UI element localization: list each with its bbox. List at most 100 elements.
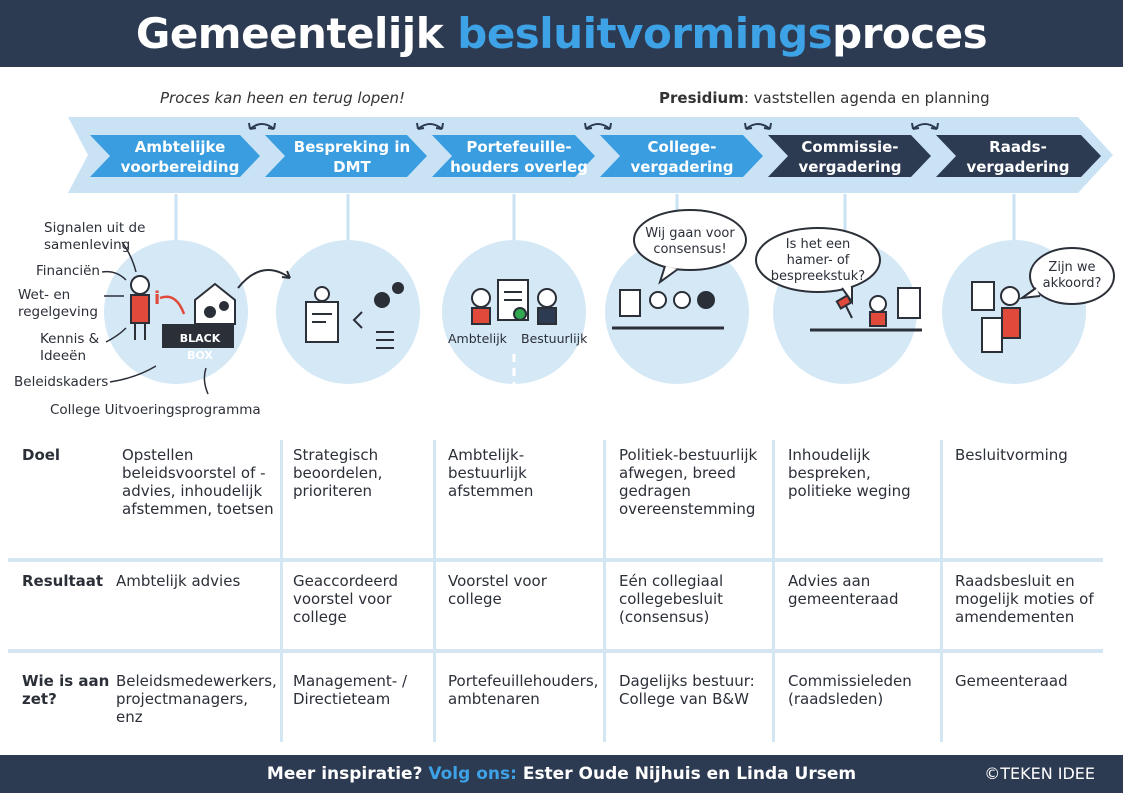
cell-doel-4: Politiek-bestuurlijk afwegen, breed gedr… [619,446,758,518]
stage-chevron-5[interactable] [768,135,931,177]
stage-2-line1: Bespreking in [293,138,411,156]
title-part-3: proces [832,9,988,58]
footer-bar: Meer inspiratie? Volg ons: Ester Oude Ni… [0,755,1123,793]
black-box-label: BLACK BOX [179,332,221,362]
cell-resultaat-3: Voorstel voor college [448,572,547,608]
stage-6-line2: vergadering [966,158,1070,176]
input-financien: Financiën [36,263,100,279]
stage-label-5: Commissie-vergadering [780,136,920,178]
checklist-icon [376,331,394,349]
row-label-doel: Doel [22,446,61,464]
note-back-and-forth: Proces kan heen en terug lopen! [160,89,406,107]
illustration-layer: i [101,194,1115,395]
table-vline-3 [603,440,606,742]
back-forth-arrow-4 [745,123,771,130]
footer-part-3[interactable]: Ester Oude Nijhuis en Linda Ursem [522,764,857,784]
label-ambtelijk: Ambtelijk [448,331,507,346]
cell-doel-6: Besluitvorming [955,446,1068,464]
contract-document-icon [497,279,529,321]
table-hline-1 [8,558,1103,562]
input-beleidskaders: Beleidskaders [14,374,109,390]
bubble-consensus [633,209,747,271]
stage-5-line2: vergadering [798,158,902,176]
cell-doel-2: Strategisch beoordelen, prioriteren [293,446,383,500]
back-forth-arrow-5 [912,123,938,130]
note-presidium-rest: : vaststellen agenda en planning [743,89,990,107]
table-vline-1 [280,440,283,742]
header-bar: Gemeentelijk besluitvormingsproces [0,0,1123,67]
stage-label-6: Raads-vergadering [948,136,1088,178]
stage-chevron-6[interactable] [936,135,1101,177]
stage-2-line2: DMT [333,158,371,176]
bubble-akkoord [1029,247,1115,305]
input-signalen: Signalen uit de samenleving [44,220,146,253]
table-vline-5 [940,440,943,742]
back-forth-arrow-2 [417,123,443,130]
table-vline-2 [433,440,436,742]
stage-chevron-1[interactable] [90,135,260,177]
gears-icon [374,282,404,308]
stage-1-line1: Ambtelijke [134,138,226,156]
stage-chevron-3[interactable] [432,135,595,177]
cell-resultaat-2: Geaccordeerd voorstel voor college [293,572,399,626]
arrow-to-dmt-icon [237,269,291,289]
label-bestuurlijk: Bestuurlijk [521,331,588,346]
table-vline-4 [772,440,775,742]
raad-document-icon [971,281,995,311]
stage-3-line2: houders overleg [450,158,588,176]
stage-5-line1: Commissie- [801,138,899,156]
cell-doel-5: Inhoudelijk bespreken, politieke weging [788,446,911,500]
input-arrows [101,241,209,395]
stage-4-line2: vergadering [630,158,734,176]
note-presidium: Presidium: vaststellen agenda en plannin… [659,89,990,107]
stage-circle-2 [276,240,420,384]
bestuurlijk-person-icon [537,288,557,325]
input-college-programma: College Uitvoeringsprogramma [50,402,261,418]
cell-wie-3: Portefeuillehouders, ambtenaren [448,672,599,708]
person-icon [130,275,150,340]
title-part-1: Gemeentelijk [135,9,458,58]
house-gears-icon [194,282,236,325]
footer-copyright: ©TEKEN IDEE [984,764,1095,783]
process-band [68,117,1113,193]
note-presidium-bold: Presidium [659,89,744,107]
cell-wie-2: Management- / Directieteam [293,672,408,708]
stage-label-2: Bespreking in DMT [282,136,422,178]
stage-chevron-4[interactable] [600,135,763,177]
cell-wie-4: Dagelijks bestuur: College van B&W [619,672,755,708]
ambtelijk-person-icon [471,288,491,325]
row-label-wie: Wie is aan zet? [22,672,110,708]
stage-4-line1: College- [647,138,717,156]
stage-label-3: Portefeuille-houders overleg [446,136,592,178]
title-part-2: besluitvormings [457,9,833,58]
cell-resultaat-1: Ambtelijk advies [116,572,241,590]
black-box-icon [162,324,234,348]
input-kennis: Kennis & Ideeën [40,331,100,364]
page-title: Gemeentelijk besluitvormingsproces [0,0,1123,67]
bubble-consensus-text: Wij gaan voor consensus! [645,226,735,257]
info-icon: i [154,288,160,309]
cell-wie-1: Beleidsmedewerkers, projectmanagers, enz [116,672,277,726]
cell-resultaat-5: Advies aan gemeenteraad [788,572,899,608]
input-wetgeving: Wet- en regelgeving [18,287,98,320]
back-forth-arrow-3 [585,123,611,130]
cell-doel-3: Ambtelijk-bestuurlijk afstemmen [448,446,534,500]
footer-part-1: Meer inspiratie? [266,764,429,784]
red-arrow-icon [159,295,186,315]
bubble-hamerstuk-text: Is het een hamer- of bespreekstuk? [770,237,866,284]
footer-inspiration: Meer inspiratie? Volg ons: Ester Oude Ni… [0,755,1123,793]
cell-resultaat-6: Raadsbesluit en mogelijk moties of amend… [955,572,1094,626]
stage-label-4: College-vergadering [612,136,752,178]
stage-chevron-2[interactable] [265,135,427,177]
lectern-icon [981,317,1003,353]
stage-3-line1: Portefeuille- [466,138,572,156]
choice-arrows-icon [352,311,363,329]
bubble-akkoord-text: Zijn we akkoord? [1042,260,1102,291]
commissie-person-icon [869,295,887,327]
bubble-hamerstuk [755,227,881,293]
gavel-icon [835,294,853,319]
footer-part-2: Volg ons: [428,764,523,784]
cell-wie-5: Commissieleden (raadsleden) [788,672,912,708]
cell-resultaat-4: Eén collegiaal collegebesluit (consensus… [619,572,724,626]
